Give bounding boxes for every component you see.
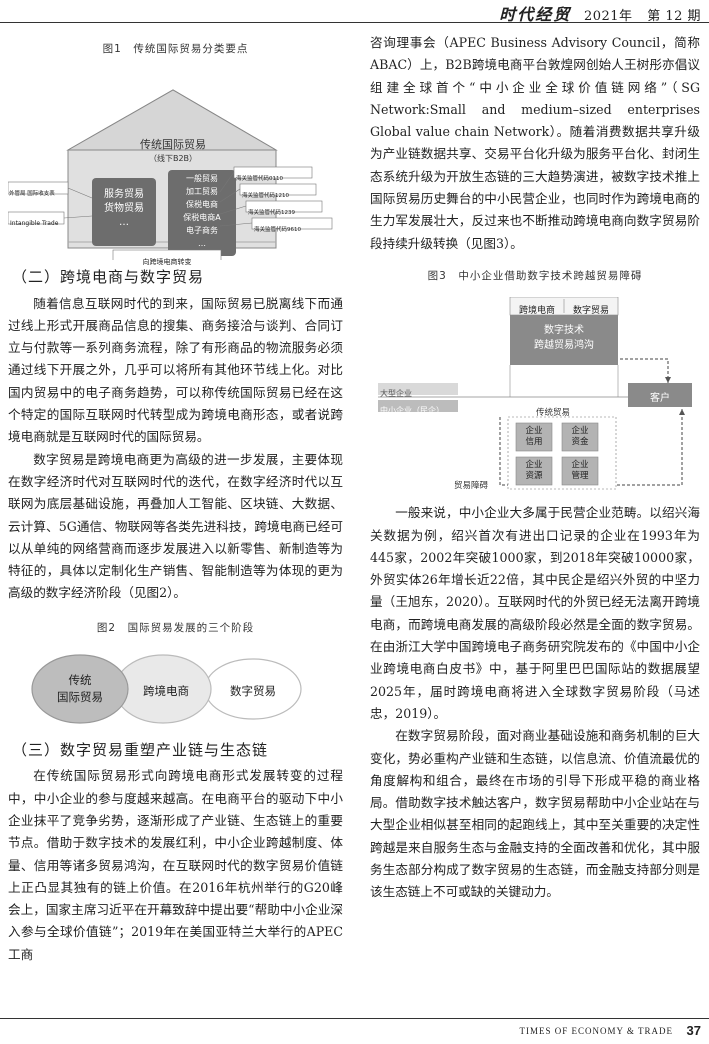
fig1-code-4: 海关监管代码9610	[254, 227, 301, 234]
fig1-right-item: 保税电商A	[183, 213, 221, 223]
fig1-subtitle: （线下B2B）	[148, 154, 198, 164]
fig3-bridge-line: 跨越贸易鸿沟	[534, 340, 594, 352]
fig3-tag-digital-trade: 数字贸易	[572, 306, 609, 317]
left-inner-box	[92, 178, 156, 247]
left-column: 图1 传统国际贸易分类要点 传统国际贸易	[7, 32, 343, 966]
page-header: 时代经贸 2021年 第 12 期	[0, 0, 709, 25]
fig3-sme: 中小企业（民企）	[380, 406, 444, 416]
cell-management	[561, 456, 599, 486]
fig1-right-item: 加工贸易	[186, 187, 218, 197]
fig2-label-digital-trade: 数字贸易	[230, 684, 276, 699]
paragraph: 在数字贸易阶段，面对商业基础设施和商务机制的巨大变化，势必重构产业链和生态链，以…	[370, 728, 700, 900]
sme-bar	[378, 400, 458, 413]
fig3-cell-text: 管理	[571, 471, 589, 482]
fig3-cell-text: 企业	[571, 426, 589, 437]
fig3-cell-text: 资金	[571, 437, 589, 448]
fig3-cell-text: 资源	[525, 471, 543, 482]
fig3-cell-funds: 企业 资金	[562, 426, 598, 448]
connector-c2	[219, 189, 241, 203]
header-issue: 第 12 期	[647, 9, 701, 24]
cell-funds	[561, 422, 599, 452]
fig1-label-bop: 外管局 国际收支表	[9, 191, 55, 198]
fig2-text: 国际贸易	[57, 690, 103, 705]
paragraph: 在传统国际贸易形式向跨境电商形式发展转变的过程中，中小企业的参与度越来越高。在电…	[8, 768, 343, 962]
fig1-right-item: 电子商务	[186, 226, 218, 236]
connector-c3	[219, 206, 247, 215]
code-box-3	[245, 200, 323, 213]
fig3-bridge-text: 数字技术 跨越贸易鸿沟	[510, 323, 618, 353]
fig3-bridge-line: 数字技术	[544, 325, 584, 337]
fig3-tag-cross-border: 跨境电商	[518, 306, 555, 317]
fig1-label-intangible: Intangible Trade	[10, 220, 59, 228]
fig1-code-2: 海关监管代码1210	[242, 193, 289, 200]
cell-credit	[515, 422, 553, 452]
paragraph: 一般来说，中小企业大多属于民营企业范畴。以绍兴海关数据为例，绍兴首次有进出口记录…	[370, 505, 700, 721]
fig3-barrier: 贸易障碍	[454, 481, 489, 492]
journal-brand: 时代经贸	[499, 5, 572, 24]
fig3-cell-resources: 企业 资源	[516, 460, 552, 482]
fig3-cell-text: 企业	[525, 460, 543, 471]
fig2-label-traditional: 传统 国际贸易	[32, 672, 128, 706]
fig3-big-enterprise: 大型企业	[380, 389, 412, 399]
fig1-left-item: 服务贸易	[104, 189, 144, 201]
section2-title: （二）跨境电商与数字贸易	[12, 268, 205, 287]
figure3: 跨境电商 数字贸易 数字技术 跨越贸易鸿沟 大型企业 中小企业（民企） 传统贸易…	[370, 296, 700, 492]
fig1-title: 传统国际贸易	[140, 138, 206, 152]
header-year: 2021年	[583, 9, 633, 24]
fig3-cell-text: 信用	[525, 437, 543, 448]
figure2-caption: 图2 国际贸易发展的三个阶段	[96, 621, 255, 634]
figure2-diagram	[31, 654, 302, 724]
fig3-cell-management: 企业 管理	[562, 460, 598, 482]
customer-box	[628, 383, 692, 408]
paragraph: 咨询理事会（APEC Business Advisory Council，简称A…	[370, 35, 700, 251]
header-rule	[0, 22, 709, 23]
figure3-caption: 图3 中小企业借助数字技术跨越贸易障碍	[427, 269, 643, 282]
section3-title: （三）数字贸易重塑产业链与生态链	[12, 741, 269, 760]
fig3-customer: 客户	[650, 393, 670, 405]
bridge-to-customer-arrow	[620, 358, 671, 384]
figure2: 传统 国际贸易 跨境电商 数字贸易	[8, 649, 338, 729]
fig1-right-item: …	[198, 239, 206, 249]
house-roof	[66, 89, 278, 151]
connector-c4	[219, 222, 253, 227]
fig2-label-cross-border: 跨境电商	[143, 684, 189, 699]
paragraph: 数字贸易是跨境电商更为高级的进一步发展，主要体现在数字经济时代对互联网时代的迭代…	[8, 451, 343, 601]
fig1-left-item: 货物贸易	[104, 203, 144, 215]
code-box-4	[251, 217, 333, 230]
big-enterprise-bar	[378, 383, 458, 396]
right-column: 咨询理事会（APEC Business Advisory Council，简称A…	[370, 32, 700, 904]
fig1-right-item: 保税电商	[186, 200, 218, 210]
figure3-diagram	[378, 296, 692, 490]
right-inner-box	[168, 170, 236, 257]
barrier-arrow	[499, 409, 685, 486]
page-footer: TIMES OF ECONOMY & TRADE 37	[0, 1018, 709, 1044]
figure1: 传统国际贸易 （线下B2B） 服务贸易 货物贸易 … 一般贸易 加工贸易 保税电…	[7, 70, 338, 266]
fig3-cell-text: 企业	[571, 460, 589, 471]
connector-c1	[219, 172, 235, 193]
fig3-traditional: 传统贸易	[536, 408, 571, 419]
cell-resources	[515, 456, 553, 486]
connector-intangible	[63, 215, 93, 219]
fig2-text: 传统	[68, 673, 92, 688]
figure1-caption: 图1 传统国际贸易分类要点	[102, 43, 249, 55]
code-box-2	[239, 183, 317, 196]
fig1-right-box-text: 一般贸易 加工贸易 保税电商 保税电商A 电子商务 …	[168, 172, 236, 250]
fig1-code-1: 海关监管代码0110	[236, 176, 283, 183]
header-info: 时代经贸 2021年 第 12 期	[499, 1, 701, 25]
circle-traditional	[31, 654, 129, 724]
fig3-cell-text: 企业	[525, 426, 543, 437]
fig1-left-item: …	[119, 217, 129, 229]
figure1-diagram	[7, 89, 333, 263]
fig1-left-box-text: 服务贸易 货物贸易 …	[92, 188, 156, 230]
footer-rule	[0, 1018, 709, 1019]
bridge-box	[510, 315, 618, 366]
fig1-bottom-label: 向跨境电商转变	[142, 258, 192, 267]
paragraph: 随着信息互联网时代的到来，国际贸易已脱离线下而通过线上形式开展商品信息的搜集、商…	[8, 295, 343, 445]
page-number: 37	[686, 1023, 701, 1038]
fig3-cell-credit: 企业 信用	[516, 426, 552, 448]
fig1-code-3: 海关监管代码1239	[248, 210, 295, 217]
connector-tl	[67, 188, 93, 199]
fig1-right-item: 一般贸易	[186, 174, 218, 184]
footer-journal: TIMES OF ECONOMY & TRADE	[519, 1026, 673, 1036]
